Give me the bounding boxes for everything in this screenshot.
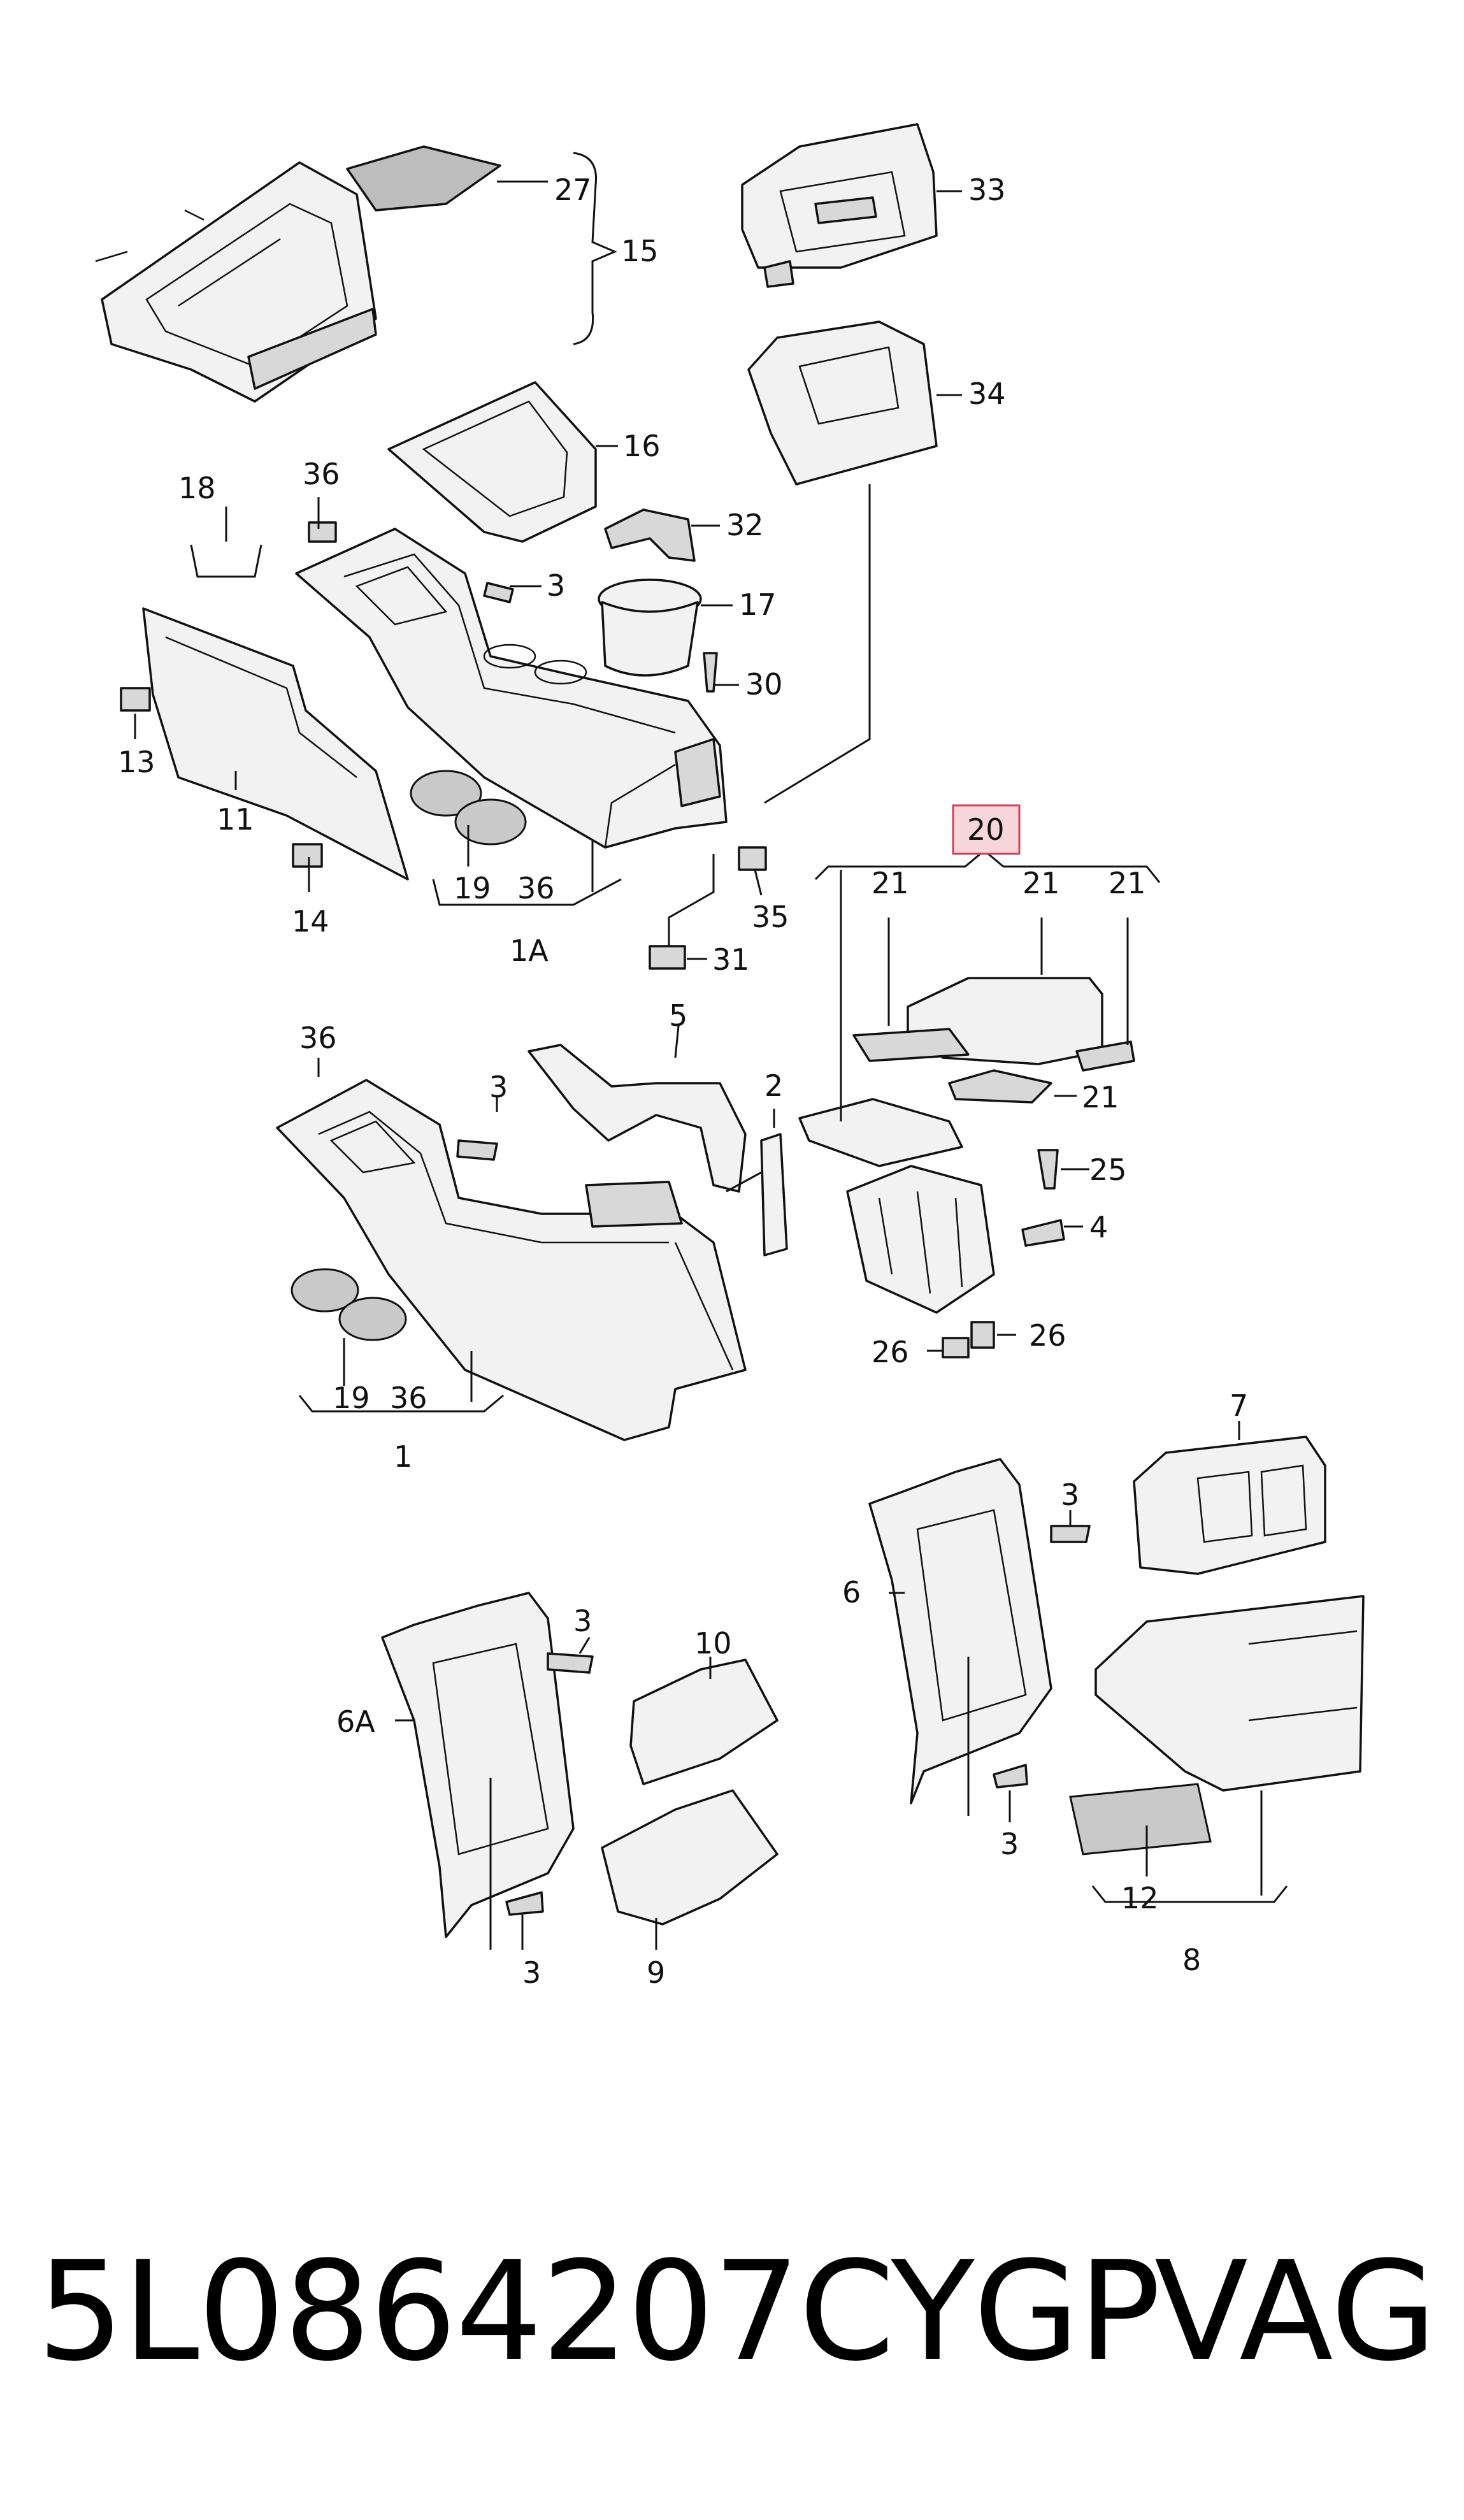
callout-36-bottom: 36 bbox=[390, 1381, 427, 1415]
callout-1: 1 bbox=[394, 1439, 412, 1474]
panel-33 bbox=[741, 123, 938, 288]
bracket-2 bbox=[760, 1133, 788, 1256]
clip-32 bbox=[604, 508, 696, 562]
callout-31: 31 bbox=[712, 942, 750, 977]
callout-4: 4 bbox=[1089, 1210, 1108, 1244]
callout-33: 33 bbox=[968, 173, 1006, 207]
part-number: 5L0864207CYGP bbox=[37, 2231, 1161, 2391]
callout-11: 11 bbox=[217, 802, 254, 837]
callout-5: 5 bbox=[669, 998, 687, 1033]
callout-17: 17 bbox=[739, 587, 777, 622]
armrest-20 bbox=[798, 977, 1135, 1314]
callout-36-lower: 36 bbox=[299, 1021, 337, 1055]
callout-21-left: 21 bbox=[872, 866, 909, 900]
rear-vent-7 bbox=[1133, 1436, 1326, 1575]
fasteners-top bbox=[120, 521, 767, 970]
callout-3-top: 3 bbox=[547, 568, 565, 603]
center-console-1 bbox=[276, 1079, 747, 1441]
callout-3-panel: 3 bbox=[573, 1604, 592, 1638]
mat-27 bbox=[346, 145, 501, 212]
callout-26-right: 26 bbox=[1029, 1318, 1066, 1353]
callout-3-lower: 3 bbox=[489, 1070, 508, 1104]
holder-18 bbox=[190, 544, 262, 578]
trim-frame-16 bbox=[387, 381, 597, 543]
callout-8: 8 bbox=[1182, 1943, 1201, 1977]
callout-9: 9 bbox=[647, 1955, 665, 1990]
cup-insert-19a bbox=[410, 770, 527, 846]
callout-19-lower: 19 bbox=[333, 1381, 370, 1415]
center-console-1A bbox=[295, 528, 728, 849]
brand-name: VAG bbox=[1154, 2231, 1437, 2391]
callout-1A: 1A bbox=[510, 933, 549, 968]
leader-lines bbox=[134, 152, 1288, 1950]
callout-6A: 6A bbox=[336, 1704, 375, 1739]
callout-30: 30 bbox=[745, 667, 783, 702]
callout-20: 20 bbox=[967, 812, 1005, 847]
callout-labels: 27 15 33 34 16 18 36 32 3 17 30 13 11 19… bbox=[118, 173, 1248, 1990]
callout-14: 14 bbox=[292, 904, 329, 939]
callout-36-top: 36 bbox=[303, 457, 340, 491]
callout-21-mid: 21 bbox=[1023, 866, 1060, 900]
callout-3-bottom: 3 bbox=[522, 1955, 541, 1990]
callout-32: 32 bbox=[726, 508, 764, 542]
callout-3-vent: 3 bbox=[1061, 1478, 1079, 1512]
callout-21-right: 21 bbox=[1109, 866, 1146, 900]
callout-34: 34 bbox=[968, 377, 1006, 411]
rear-panel-6 bbox=[868, 1458, 1052, 1804]
callout-36-upper: 36 bbox=[517, 871, 555, 905]
storage-box-8 bbox=[1094, 1595, 1365, 1792]
callout-18: 18 bbox=[178, 471, 216, 505]
storage-tray-15 bbox=[95, 161, 377, 403]
cup-17 bbox=[598, 579, 702, 677]
cover-5 bbox=[527, 1044, 747, 1193]
bin-9 bbox=[601, 1789, 779, 1926]
screws-3 bbox=[456, 1139, 1091, 1916]
callout-7: 7 bbox=[1230, 1388, 1248, 1423]
callout-19-upper: 19 bbox=[454, 871, 491, 905]
callout-35: 35 bbox=[752, 900, 789, 934]
callout-12: 12 bbox=[1121, 1881, 1159, 1915]
callout-25: 25 bbox=[1089, 1153, 1127, 1187]
callout-13: 13 bbox=[118, 745, 155, 779]
callout-27: 27 bbox=[554, 173, 592, 207]
bolts-4-25-26 bbox=[942, 1149, 1065, 1358]
rear-panel-6A bbox=[381, 1592, 575, 1938]
side-trim-11 bbox=[142, 607, 409, 881]
callout-15: 15 bbox=[621, 234, 659, 268]
callout-16: 16 bbox=[623, 429, 661, 463]
callout-21-side: 21 bbox=[1082, 1080, 1119, 1114]
highlight-box-20 bbox=[952, 804, 1021, 855]
panel-34 bbox=[747, 320, 938, 486]
callout-6: 6 bbox=[842, 1575, 861, 1609]
callout-26-left: 26 bbox=[872, 1335, 909, 1369]
cup-insert-19b bbox=[291, 1268, 407, 1341]
callout-10: 10 bbox=[694, 1626, 732, 1660]
callout-2: 2 bbox=[764, 1069, 783, 1103]
callout-3-rear: 3 bbox=[1000, 1827, 1019, 1861]
mat-12 bbox=[1069, 1783, 1212, 1855]
bin-10 bbox=[629, 1659, 779, 1785]
